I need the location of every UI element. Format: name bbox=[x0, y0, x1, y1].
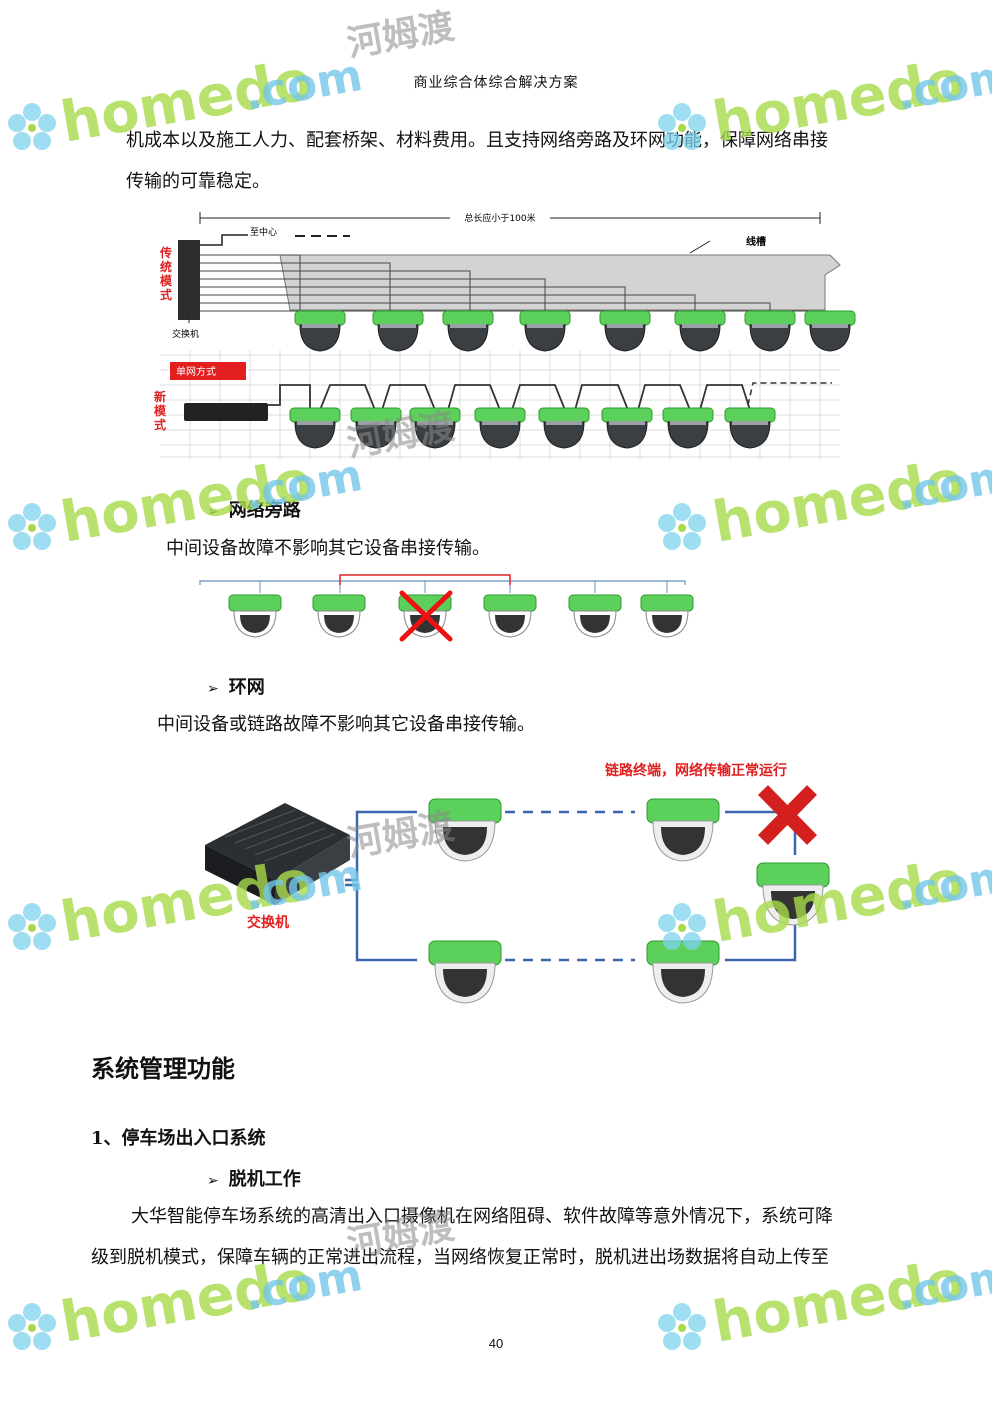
svg-text:模: 模 bbox=[154, 403, 167, 418]
figure-ring-network: 链路终端，网络传输正常运行 交换机 bbox=[205, 762, 830, 1004]
traditional-mode-label: 传 统 模 式 bbox=[159, 245, 173, 302]
svg-text:传: 传 bbox=[159, 245, 172, 260]
wm-domain: .com bbox=[892, 850, 992, 921]
svg-text:新: 新 bbox=[154, 389, 166, 404]
bypass-heading-text: 网络旁路 bbox=[228, 500, 301, 521]
offline-heading: ➢ 脱机工作 bbox=[207, 1165, 301, 1191]
switch-box bbox=[184, 403, 268, 421]
switch-label: 交换机 bbox=[172, 328, 199, 340]
figure-traditional-vs-new-mode: 总长应小于100米 传 统 模 式 交换机 至中心 线槽 单网方式 新 模 式 bbox=[154, 210, 856, 460]
switch-device bbox=[205, 803, 350, 905]
page-number: 40 bbox=[488, 1336, 504, 1351]
link-note: 链路终端，网络传输正常运行 bbox=[605, 762, 787, 779]
wm-domain: .com bbox=[892, 1250, 992, 1321]
ring-heading-text: 环网 bbox=[228, 677, 265, 698]
figure-network-bypass bbox=[199, 574, 694, 642]
bypass-heading: ➢ 网络旁路 bbox=[207, 496, 301, 522]
ring-heading: ➢ 环网 bbox=[207, 673, 265, 699]
subsection-title: 1、停车场出入口系统 bbox=[91, 1128, 266, 1149]
trunking-label: 线槽 bbox=[746, 235, 766, 248]
svg-text:模: 模 bbox=[160, 273, 173, 288]
arrow-bullet-icon: ➢ bbox=[207, 504, 219, 520]
switch-rack bbox=[178, 240, 200, 320]
total-length-label: 总长应小于100米 bbox=[464, 212, 535, 224]
ring-switch-label: 交换机 bbox=[247, 914, 289, 931]
link-failure-cross-icon bbox=[758, 785, 817, 845]
svg-text:统: 统 bbox=[160, 259, 172, 274]
single-net-badge bbox=[170, 362, 246, 380]
arrow-bullet-icon: ➢ bbox=[207, 681, 219, 697]
ring-desc: 中间设备或链路故障不影响其它设备串接传输。 bbox=[157, 714, 535, 735]
page-header: 商业综合体综合解决方案 bbox=[413, 75, 579, 91]
offline-line-1: 大华智能停车场系统的高清出入口摄像机在网络阻碍、软件故障等意外情况下，系统可降 bbox=[131, 1206, 833, 1227]
section-title: 系统管理功能 bbox=[91, 1055, 235, 1083]
svg-text:式: 式 bbox=[154, 417, 166, 432]
intro-line-1: 机成本以及施工人力、配套桥架、材料费用。且支持网络旁路及环网功能，保障网络串接 bbox=[126, 130, 828, 151]
to-center-label: 至中心 bbox=[250, 226, 277, 238]
failure-cross-icon bbox=[399, 590, 453, 642]
svg-text:式: 式 bbox=[160, 287, 172, 302]
offline-line-2: 级到脱机模式，保障车辆的正常进出流程，当网络恢复正常时，脱机进出场数据将自动上传… bbox=[91, 1247, 829, 1268]
intro-line-2: 传输的可靠稳定。 bbox=[126, 171, 270, 192]
new-mode-label: 新 模 式 bbox=[154, 389, 167, 432]
arrow-bullet-icon: ➢ bbox=[207, 1173, 219, 1189]
offline-heading-text: 脱机工作 bbox=[228, 1169, 301, 1190]
wm-domain: .com bbox=[892, 450, 992, 521]
single-net-label: 单网方式 bbox=[176, 365, 216, 378]
bypass-desc: 中间设备故障不影响其它设备串接传输。 bbox=[166, 538, 490, 559]
wm-cn: 河姆渡 bbox=[344, 6, 457, 65]
